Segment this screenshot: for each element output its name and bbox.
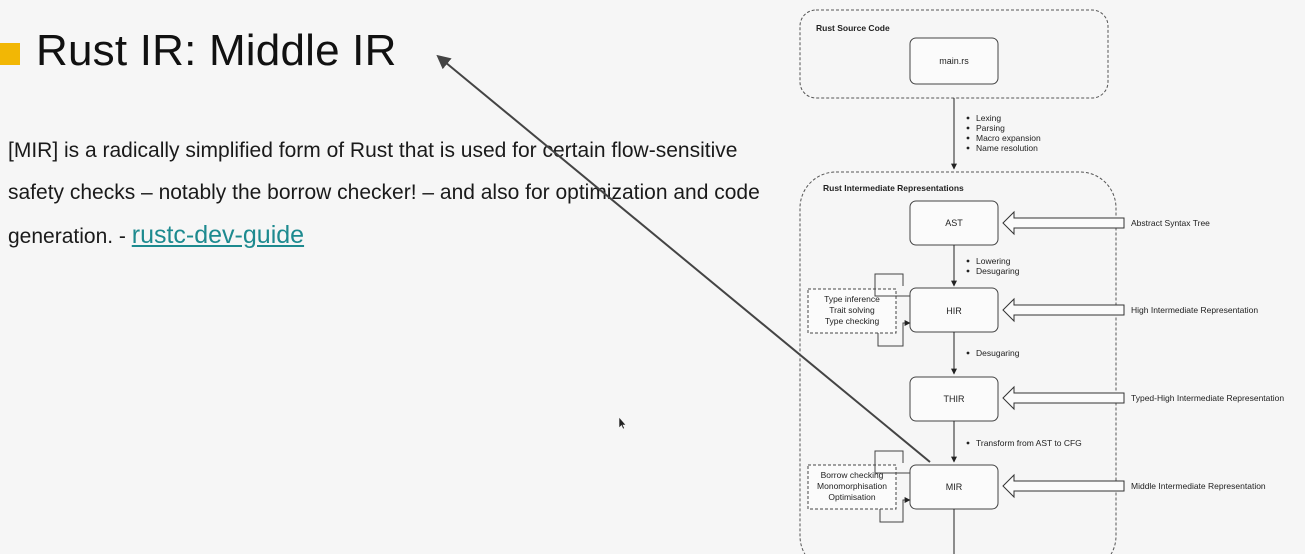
ast-pointer-arrow — [1002, 210, 1125, 236]
rustc-dev-guide-link[interactable]: rustc-dev-guide — [131, 221, 305, 249]
hir-pointer-arrow — [1002, 297, 1125, 323]
step-bullet — [966, 441, 970, 445]
frontend-step: Macro expansion — [976, 133, 1041, 143]
source-code-group — [799, 9, 1109, 99]
mir-description: Middle Intermediate Representation — [1131, 481, 1266, 491]
mir-check: Optimisation — [828, 492, 876, 502]
ast-label: AST — [945, 218, 963, 228]
hir-label: HIR — [946, 306, 962, 316]
hir-loop-top — [874, 273, 910, 297]
mir-check: Monomorphisation — [817, 481, 887, 491]
step-bullet — [966, 116, 970, 120]
step-bullet — [966, 146, 970, 150]
frontend-step: Name resolution — [976, 143, 1038, 153]
step-bullet — [966, 136, 970, 140]
mir-checks-box — [807, 464, 897, 510]
annotation-arrow — [436, 54, 931, 463]
ast-description: Abstract Syntax Tree — [1131, 218, 1210, 228]
body-description: [MIR] is a radically simplified form of … — [8, 139, 760, 248]
ir-group — [799, 171, 1117, 554]
step-bullet — [966, 126, 970, 130]
thir-pointer-arrow — [1002, 385, 1125, 411]
hir-loop-bottom — [877, 320, 911, 347]
mouse-cursor-icon — [618, 416, 627, 430]
step-bullet — [966, 351, 970, 355]
slide-title: Rust IR: Middle IR — [36, 26, 397, 75]
slide-body-text: [MIR] is a radically simplified form of … — [8, 130, 778, 258]
frontend-step: Lexing — [976, 113, 1001, 123]
ast-to-hir-step: Desugaring — [976, 266, 1020, 276]
mir-loop-bottom — [879, 497, 911, 523]
source-code-group-label: Rust Source Code — [816, 23, 890, 33]
hir-check: Trait solving — [829, 305, 875, 315]
mir-pointer-arrow — [1002, 473, 1125, 499]
thir-description: Typed-High Intermediate Representation — [1131, 393, 1284, 403]
hir-to-thir-step: Desugaring — [976, 348, 1020, 358]
main-rs-node — [909, 37, 999, 85]
step-bullet — [966, 269, 970, 273]
ast-to-hir-step: Lowering — [976, 256, 1011, 266]
mir-check: Borrow checking — [821, 470, 884, 480]
title-bullet-marker — [0, 43, 20, 65]
hir-description: High Intermediate Representation — [1131, 305, 1258, 315]
ir-group-label: Rust Intermediate Representations — [823, 183, 964, 193]
frontend-step: Parsing — [976, 123, 1005, 133]
mir-label: MIR — [946, 482, 963, 492]
main-rs-label: main.rs — [939, 56, 969, 66]
mir-loop-top — [874, 450, 910, 474]
step-bullet — [966, 259, 970, 263]
thir-to-mir-step: Transform from AST to CFG — [976, 438, 1082, 448]
hir-check: Type checking — [825, 316, 880, 326]
thir-label: THIR — [944, 394, 965, 404]
hir-check: Type inference — [824, 294, 880, 304]
